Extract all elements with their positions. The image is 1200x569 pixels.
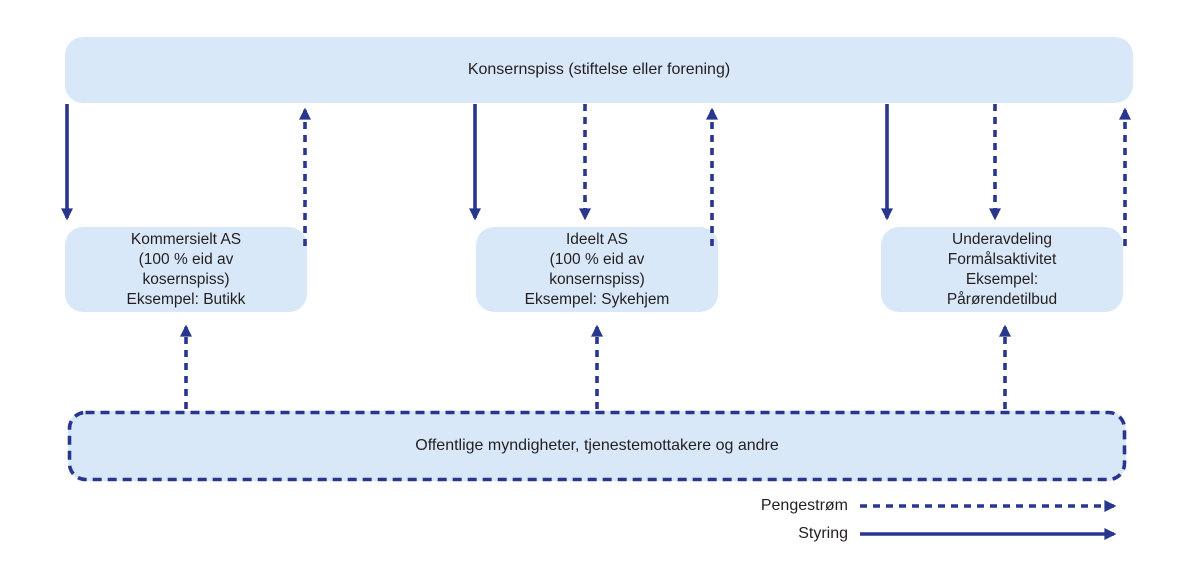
box-ideelt-line-3: konsernspiss) xyxy=(549,270,645,288)
legend-styring-label: Styring xyxy=(798,525,848,542)
box-underavdeling-line-2: Formålsaktivitet xyxy=(947,250,1057,268)
box-offentlige-label: Offentlige myndigheter, tjenestemottaker… xyxy=(415,437,779,454)
box-underavdeling-line-3: Eksempel: xyxy=(965,270,1039,288)
box-konsernspiss: Konsernspiss (stiftelse eller forening) xyxy=(65,37,1133,103)
box-underavdeling: Underavdeling Formålsaktivitet Eksempel:… xyxy=(881,227,1123,312)
box-offentlige-myndigheter: Offentlige myndigheter, tjenestemottaker… xyxy=(68,411,1126,481)
box-underavdeling-line-1: Underavdeling xyxy=(952,230,1052,248)
box-kommersielt-line-2: (100 % eid av xyxy=(138,250,234,268)
box-kommersielt-as: Kommersielt AS (100 % eid av kosernspiss… xyxy=(65,227,307,312)
box-ideelt-line-2: (100 % eid av xyxy=(549,250,645,268)
box-ideelt-line-4: Eksempel: Sykehjem xyxy=(524,290,670,308)
box-konsernspiss-label: Konsernspiss (stiftelse eller forening) xyxy=(467,61,731,78)
legend-pengestrom-label: Pengestrøm xyxy=(760,497,848,514)
box-kommersielt-line-1: Kommersielt AS xyxy=(130,230,242,248)
box-ideelt-line-1: Ideelt AS xyxy=(565,230,629,248)
box-ideelt-as: Ideelt AS (100 % eid av konsernspiss) Ek… xyxy=(476,227,718,312)
box-kommersielt-line-4: Eksempel: Butikk xyxy=(126,290,246,308)
box-underavdeling-line-4: Pårørendetilbud xyxy=(946,290,1058,308)
box-kommersielt-line-3: kosernspiss) xyxy=(142,270,230,288)
